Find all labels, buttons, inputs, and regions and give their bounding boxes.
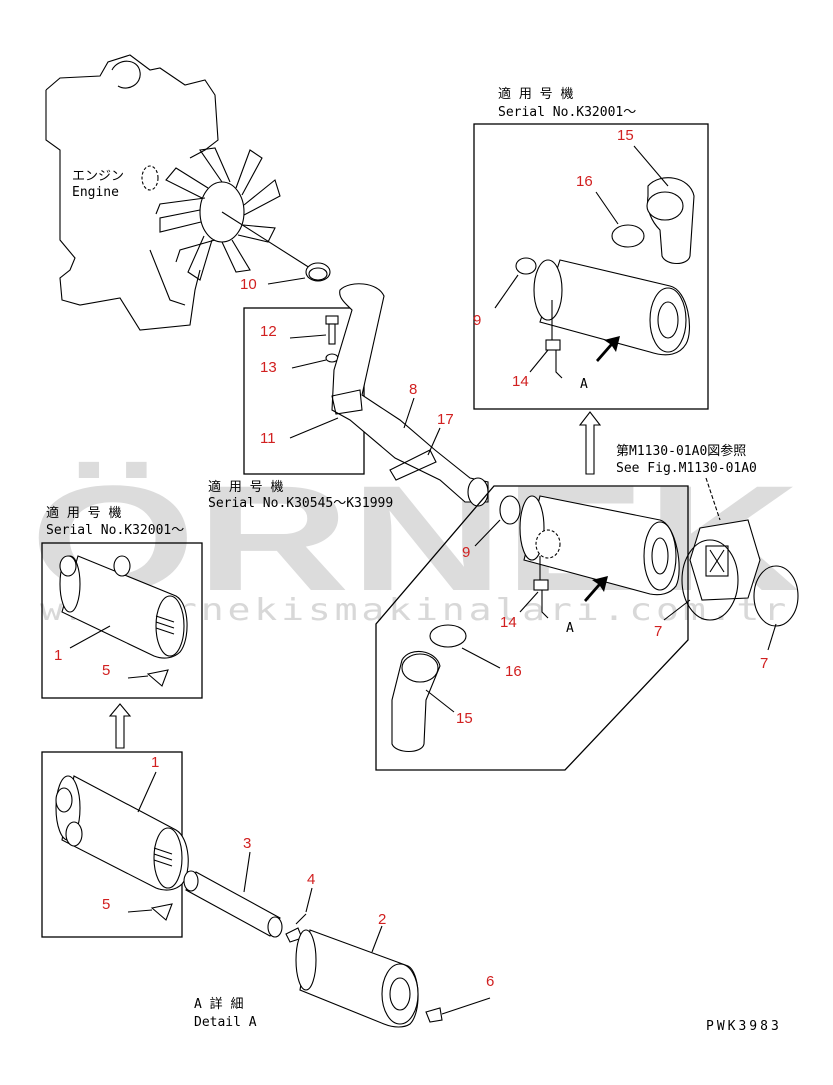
elbow-15-top — [646, 177, 695, 265]
arrow-up-right — [578, 411, 602, 475]
main-assembly-outline — [375, 485, 689, 771]
part-number-7-a: 7 — [654, 623, 662, 640]
part-number-1-left: 1 — [54, 647, 62, 664]
primary-element-2 — [295, 929, 419, 1028]
clamp-7-a — [681, 539, 739, 621]
safety-element-3 — [183, 870, 283, 938]
part-number-15-top: 15 — [617, 127, 634, 144]
part-number-2: 2 — [378, 911, 386, 928]
serial-box-mid-en: Serial No.K30545～K31999 — [208, 496, 393, 511]
bolt-12 — [325, 315, 339, 345]
part-number-5-left: 5 — [102, 662, 110, 679]
drawing-code: PWK3983 — [706, 1019, 782, 1034]
engine-label-jp: エンジン — [72, 169, 124, 184]
view-arrow-main — [584, 576, 608, 602]
air-cleaner-main — [499, 495, 680, 596]
part-number-12: 12 — [260, 323, 277, 340]
elbow-15-main — [391, 650, 441, 753]
air-cleaner-top — [515, 257, 690, 356]
part-number-9-main: 9 — [462, 544, 470, 561]
ref-label-en: See Fig.M1130-01A0 — [616, 461, 757, 476]
part-number-11: 11 — [260, 430, 276, 447]
serial-box-left-jp: 適 用 号 機 — [46, 505, 121, 521]
part-number-10: 10 — [240, 276, 257, 293]
part-number-13: 13 — [260, 359, 277, 376]
clamp-7-b — [753, 565, 799, 627]
detail-label-en: Detail A — [194, 1015, 257, 1030]
valve-5-bottom — [150, 903, 173, 921]
serial-box-top-en: Serial No.K32001～ — [498, 105, 636, 120]
serial-box-mid-jp: 適 用 号 機 — [208, 479, 283, 495]
fan — [155, 147, 281, 281]
clamp-16-main — [429, 624, 467, 648]
part-number-8: 8 — [409, 381, 417, 398]
air-cleaner-bottom — [55, 775, 189, 891]
ref-label-jp: 第M1130-01A0図参照 — [616, 443, 746, 459]
part-number-15-main: 15 — [456, 710, 473, 727]
part-number-16-top: 16 — [576, 173, 593, 190]
part-number-17: 17 — [437, 411, 454, 428]
clamp-10 — [305, 262, 331, 282]
detail-label-jp: A 詳 細 — [194, 996, 243, 1012]
part-number-14-main: 14 — [500, 614, 517, 631]
sensor-14-top — [545, 300, 563, 379]
view-arrow-top — [596, 336, 620, 362]
view-a-top: A — [580, 377, 588, 392]
part-number-3: 3 — [243, 835, 251, 852]
serial-box-left — [41, 542, 203, 699]
serial-box-top-jp: 適 用 号 機 — [498, 86, 573, 102]
nut-6 — [425, 1007, 443, 1023]
part-number-1-bottom: 1 — [151, 754, 159, 771]
serial-box-left-en: Serial No.K32001～ — [46, 523, 184, 538]
intake-hose — [331, 283, 489, 507]
part-number-7-b: 7 — [760, 655, 768, 672]
part-number-4: 4 — [307, 871, 315, 888]
part-number-16-main: 16 — [505, 663, 522, 680]
valve-5-left — [146, 669, 169, 687]
view-a-main: A — [566, 621, 574, 636]
part-number-9-top: 9 — [473, 312, 481, 329]
part-number-6: 6 — [486, 973, 494, 990]
bracket — [689, 519, 761, 601]
serial-box-mid — [243, 307, 365, 475]
serial-box-top — [473, 123, 709, 410]
part-number-5-bottom: 5 — [102, 896, 110, 913]
air-cleaner-left — [59, 555, 188, 659]
arrow-up-left — [108, 703, 132, 749]
part-number-14-top: 14 — [512, 373, 529, 390]
engine-label-en: Engine — [72, 185, 119, 200]
sensor-14-main — [533, 556, 549, 619]
clamp-16-top — [611, 224, 645, 248]
